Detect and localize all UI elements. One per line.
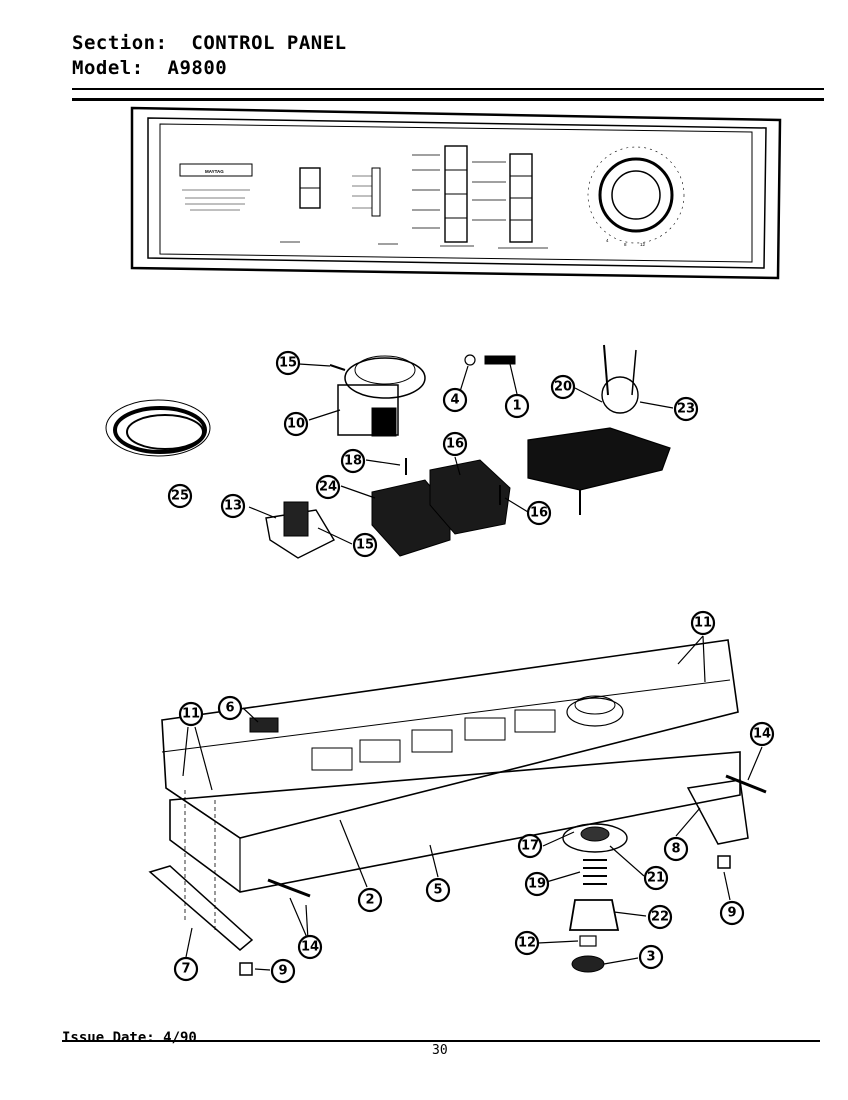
console-frame-assembly [148,639,767,976]
callout-label: 16 [530,506,548,521]
callout-19: 19 [524,871,550,897]
callout-label: 14 [301,940,319,955]
callout-13: 13 [220,493,246,519]
header-rule-top [72,88,824,90]
callout-6: 6 [217,695,243,721]
callout-15-bottom: 15 [352,532,378,558]
callout-label: 2 [365,893,374,908]
callout-12: 12 [514,930,540,956]
callout-5: 5 [425,877,451,903]
callout-8: 8 [663,836,689,862]
callout-2: 2 [357,887,383,913]
callout-label: 14 [753,727,771,742]
callout-23: 23 [673,396,699,422]
callout-10: 10 [283,411,309,437]
callout-16-right: 16 [526,500,552,526]
callout-24: 24 [315,474,341,500]
callout-1: 1 [504,393,530,419]
callout-14-bottom: 14 [297,934,323,960]
callout-3: 3 [638,944,664,970]
callout-label: 24 [319,480,337,495]
callout-label: 3 [646,950,655,965]
section-value: CONTROL PANEL [191,32,347,54]
dial-number-12: 12 [640,242,646,247]
callout-14-right: 14 [749,721,775,747]
callout-label: 25 [171,489,189,504]
control-panel-illustration: MAYTAG [130,106,782,280]
callout-7: 7 [173,956,199,982]
callout-9-right: 9 [719,900,745,926]
callout-label: 11 [182,707,200,722]
callout-20: 20 [550,374,576,400]
callout-label: 5 [433,883,442,898]
leader-lines [182,363,763,971]
callout-label: 12 [518,936,536,951]
callout-label: 13 [224,499,242,514]
page-number: 30 [432,1043,448,1058]
callout-15-top: 15 [275,350,301,376]
callout-label: 22 [651,910,669,925]
callout-label: 23 [677,402,695,417]
callout-16-top: 16 [442,431,468,457]
callout-label: 9 [278,964,287,979]
dial-number-4: 4 [606,238,609,243]
header-rule-bottom [72,98,824,101]
callout-11-left: 11 [178,701,204,727]
callout-label: 6 [225,701,234,716]
callout-label: 7 [181,962,190,977]
callout-9-left: 9 [270,958,296,984]
model-header: Model: A9800 [72,57,227,79]
callout-18-left: 18 [340,448,366,474]
footer-rule [62,1040,820,1042]
callout-label: 15 [279,356,297,371]
parts-exploded-middle [105,344,671,559]
callout-21: 21 [643,865,669,891]
section-header: Section: CONTROL PANEL [72,32,347,54]
callout-label: 19 [528,877,546,892]
callout-11-right: 11 [690,610,716,636]
section-label: Section: [72,32,168,54]
panel-brand: MAYTAG [205,169,224,174]
callout-label: 21 [647,871,665,886]
callout-label: 4 [450,393,459,408]
callout-label: 18 [344,454,362,469]
callout-label: 15 [356,538,374,553]
dial-number-8: 8 [624,242,627,247]
callout-label: 20 [554,380,572,395]
callout-label: 1 [512,399,521,414]
model-label: Model: [72,57,144,79]
callout-label: 9 [727,906,736,921]
issue-date: Issue Date: 4/90 [62,1030,197,1046]
callout-17: 17 [517,833,543,859]
model-value: A9800 [167,57,228,79]
callout-label: 11 [694,616,712,631]
callout-label: 8 [671,842,680,857]
callout-label: 17 [521,839,539,854]
callout-label: 16 [446,437,464,452]
callout-22: 22 [647,904,673,930]
callout-4: 4 [442,387,468,413]
callout-25: 25 [167,483,193,509]
callout-label: 10 [287,417,305,432]
